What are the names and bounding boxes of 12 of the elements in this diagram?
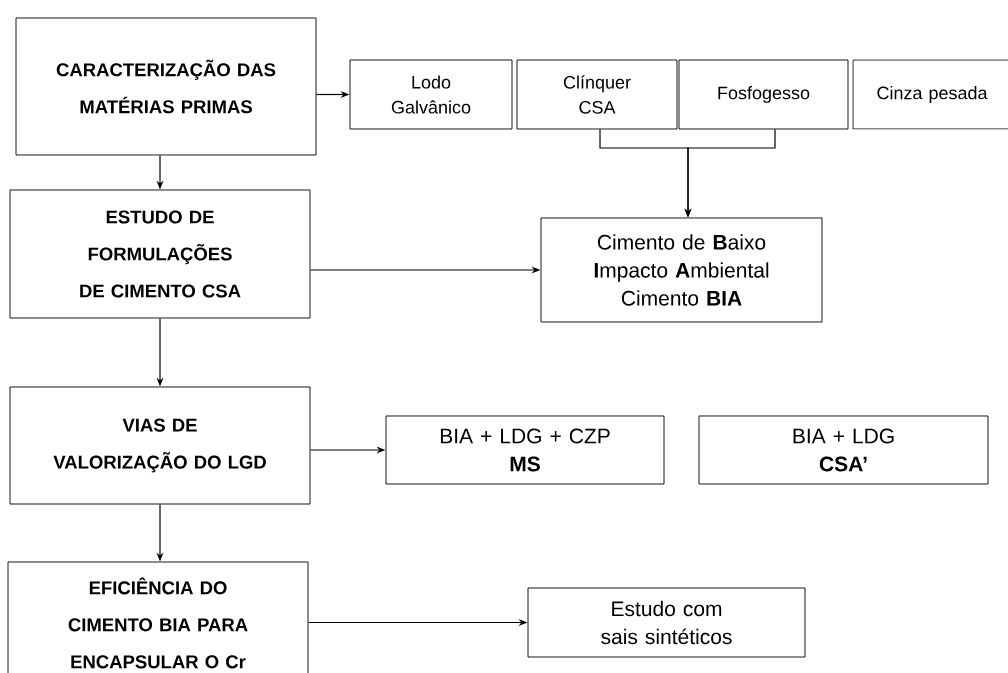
- process-box: Fosfogesso: [678, 59, 849, 130]
- process-box: Lodo Galvânico: [349, 59, 513, 130]
- process-box: Estudo com sais sintéticos: [527, 587, 806, 658]
- process-box: BIA + LDG CSA’: [698, 415, 989, 485]
- process-box: VIAS DE VALORIZAÇÃO DO LGD: [9, 386, 311, 505]
- process-box: CARACTERIZAÇÃO DAS MATÉRIAS PRIMAS: [15, 17, 317, 156]
- process-box: ESTUDO DE FORMULAÇÕES DE CIMENTO CSA: [9, 189, 311, 319]
- process-box: Cimento de Baixo Impacto Ambiental Cimento BIA: [540, 217, 823, 323]
- process-box: Clínquer CSA: [516, 59, 678, 130]
- process-box: EFICIÊNCIA DO CIMENTO BIA PARA ENCAPSULAR O Cr: [7, 561, 309, 673]
- process-box: Cinza pesada: [852, 59, 1008, 130]
- process-box: BIA + LDG + CZP MS: [385, 415, 665, 485]
